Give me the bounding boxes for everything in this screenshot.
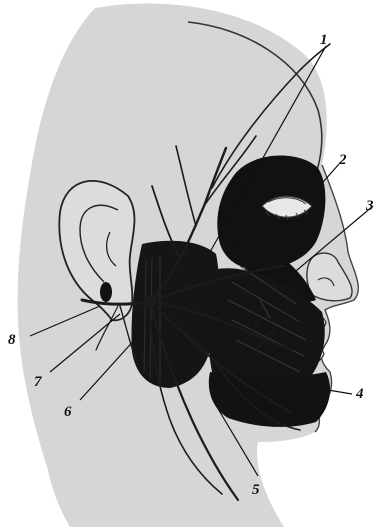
- callout-4: 4: [355, 386, 364, 402]
- callout-1: 1: [320, 32, 328, 48]
- callout-3: 3: [365, 198, 374, 214]
- callout-6: 6: [64, 404, 72, 420]
- ear-lobe-shadow: [100, 282, 112, 302]
- nerve-plexus-node: [144, 296, 156, 308]
- callout-7: 7: [34, 374, 42, 390]
- callout-8: 8: [8, 332, 16, 348]
- callout-5: 5: [252, 482, 260, 498]
- callout-2: 2: [338, 152, 347, 168]
